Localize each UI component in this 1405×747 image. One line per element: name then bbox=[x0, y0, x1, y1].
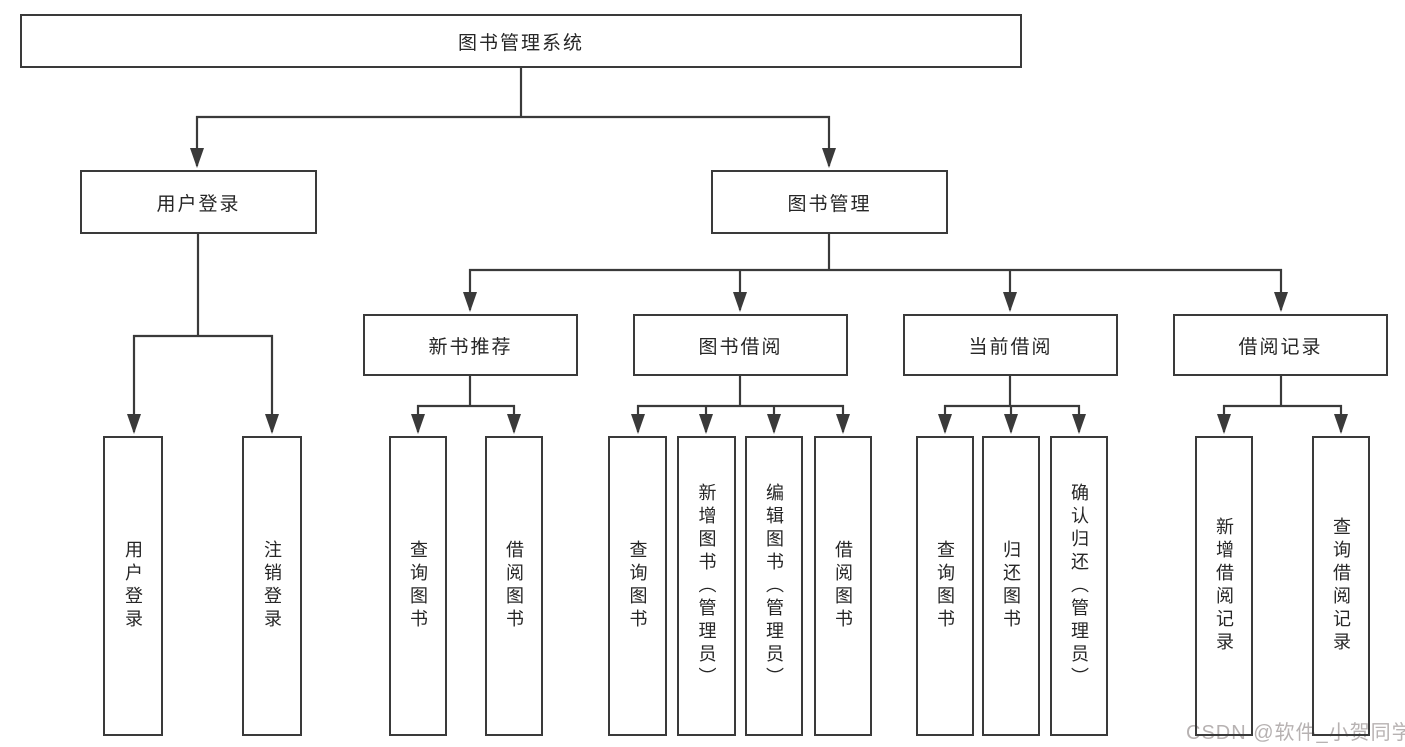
leaf-user-login: 用户登录 bbox=[103, 436, 163, 736]
leaf-query-books-3: 查询图书 bbox=[916, 436, 974, 736]
leaf-confirm-return-admin: 确认归还（管理员） bbox=[1050, 436, 1108, 736]
leaf-add-book-admin: 新增图书（管理员） bbox=[677, 436, 736, 736]
leaf-borrow-books-1: 借阅图书 bbox=[485, 436, 543, 736]
leaf-add-borrow-record: 新增借阅记录 bbox=[1195, 436, 1253, 736]
node-book-management: 图书管理 bbox=[711, 170, 948, 234]
node-book-borrowing: 图书借阅 bbox=[633, 314, 848, 376]
node-user-login: 用户登录 bbox=[80, 170, 317, 234]
leaf-edit-book-admin: 编辑图书（管理员） bbox=[745, 436, 803, 736]
leaf-logout: 注销登录 bbox=[242, 436, 302, 736]
leaf-query-borrow-record: 查询借阅记录 bbox=[1312, 436, 1370, 736]
leaf-return-books: 归还图书 bbox=[982, 436, 1040, 736]
leaf-query-books-1: 查询图书 bbox=[389, 436, 447, 736]
watermark: CSDN @软件_小贺同学 bbox=[1186, 722, 1405, 744]
leaf-query-books-2: 查询图书 bbox=[608, 436, 667, 736]
leaf-borrow-books-2: 借阅图书 bbox=[814, 436, 872, 736]
node-borrowing-records: 借阅记录 bbox=[1173, 314, 1388, 376]
node-current-borrowing: 当前借阅 bbox=[903, 314, 1118, 376]
node-library-system: 图书管理系统 bbox=[20, 14, 1022, 68]
node-new-book-recommend: 新书推荐 bbox=[363, 314, 578, 376]
